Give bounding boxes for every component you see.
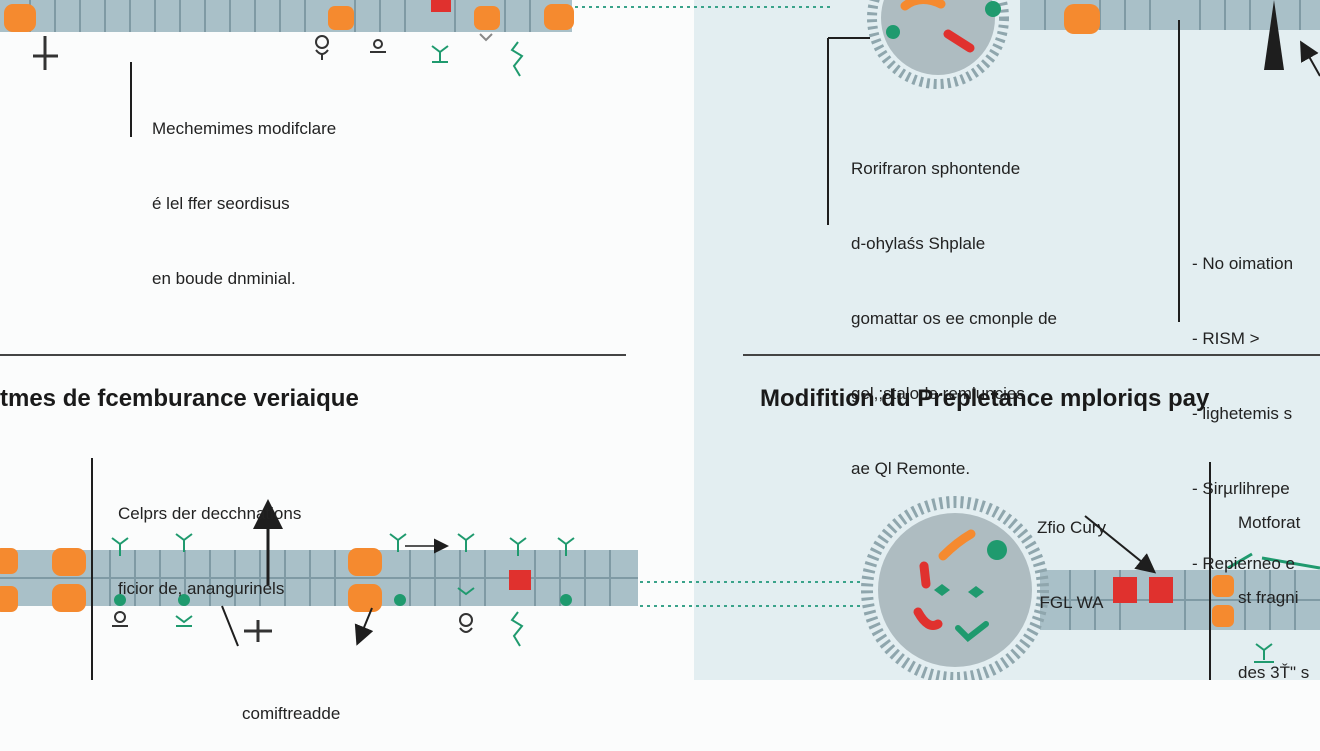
- annotation-leader: [221, 605, 239, 647]
- receptor-icon: [1254, 643, 1274, 663]
- plus-icon: [244, 620, 272, 642]
- cell-vesicle-icon: [861, 496, 1049, 680]
- arrow-icon: [1300, 40, 1320, 77]
- cell-vesicle-icon: [867, 0, 1009, 89]
- annotation-top-left: Mechemimes modifclare é lel ffer seordis…: [152, 119, 337, 288]
- section-heading-right: Modifition du Prepletance mploriqs pay: [760, 385, 1210, 412]
- annotation-bottom-left-top: Celprs der decchnations ficior de, anang…: [118, 504, 302, 598]
- membrane-top-right: [1020, 0, 1320, 70]
- annotation-bottom-right-far: Motforat st fragni des 3Ť" s: [1238, 513, 1310, 682]
- annotation-top-right-list: - No oimation - RISM > - lighetemis s - …: [1192, 254, 1296, 573]
- dotted-connector: [640, 581, 860, 607]
- membrane-top-left: [0, 0, 574, 32]
- receptor-icon: [315, 33, 524, 77]
- annotation-top-middle: Rorifraron sphontende d-ohylaśs Shplale …: [851, 159, 1058, 478]
- receptor-icon: [111, 533, 575, 647]
- receptor-icon: [112, 611, 473, 633]
- plus-icon: [33, 36, 58, 70]
- membrane-bottom-right: [1040, 570, 1320, 630]
- annotation-bottom-left-bottom: comiftreadde: [242, 704, 341, 723]
- section-heading-left: tmes de fcemburance veriaique: [0, 385, 359, 412]
- pathway-diagram: [0, 0, 1320, 680]
- arrow-icon: [354, 607, 374, 646]
- membrane-bottom-left: [0, 548, 638, 612]
- annotation-bottom-right-label: Zfio Cury FGL WA: [1037, 518, 1106, 612]
- arrow-icon: [1084, 515, 1157, 574]
